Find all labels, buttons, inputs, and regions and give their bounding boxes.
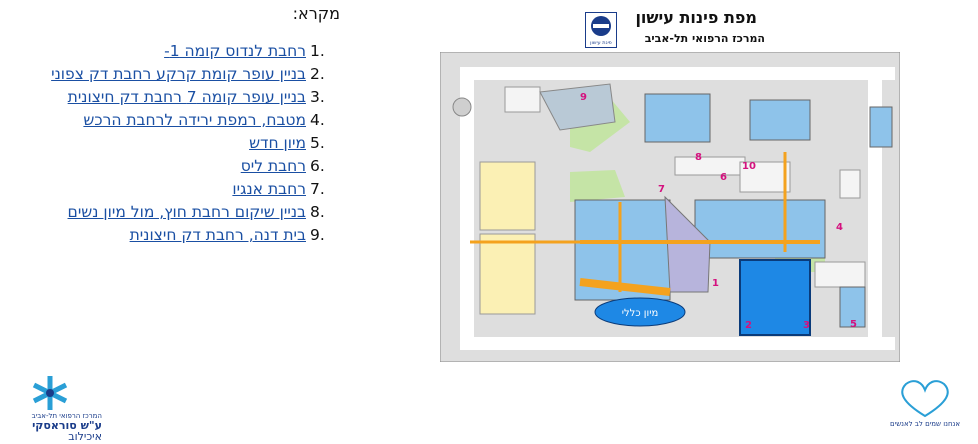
- marker-label: 9: [580, 92, 587, 103]
- logo-line-1: המרכז הרפואי תל-אביב: [31, 412, 102, 420]
- legend-item: 3.בניין עופר קומה 7 רחבת דק חיצונית: [20, 87, 340, 108]
- rehab-building: [674, 156, 746, 176]
- marker-label: 6: [720, 172, 727, 183]
- road-south: [460, 337, 895, 350]
- legend-item: 1.רחבת לנדוס קומה 1-: [20, 41, 340, 62]
- central-er-label: מיון כללי: [622, 308, 659, 319]
- legend-item-link[interactable]: בית דנה, רחבת דק חיצונית: [129, 226, 306, 244]
- building-kitchen: [839, 169, 861, 199]
- marker-label: 5: [850, 319, 857, 330]
- campus-map: מיון כללי 1 2 3 4 5 6 7 8 9 10: [440, 52, 900, 362]
- building-yellow-2: [479, 233, 536, 315]
- heart-icon: [901, 380, 949, 418]
- legend-item-link[interactable]: בניין שיקום רחבת חוץ, מול מיון נשים: [67, 203, 306, 221]
- logo-caption: פינת עישון: [590, 40, 612, 46]
- legend-item-number: 8.: [310, 203, 325, 221]
- marker-label: 3: [803, 320, 810, 331]
- legend-item-number: 6.: [310, 157, 325, 175]
- map-header: מפת פינות עישון המרכז הרפואי תל-אביב פינ…: [585, 4, 905, 52]
- map-title: מפת פינות עישון: [635, 8, 757, 27]
- marker-label: 8: [695, 152, 702, 163]
- marker-label: 4: [836, 222, 843, 233]
- map-subtitle: המרכז הרפואי תל-אביב: [644, 32, 765, 45]
- legend-item-link[interactable]: רחבת אנגיו: [232, 180, 306, 198]
- legend-item: 6.רחבת ליס: [20, 156, 340, 177]
- legend-item-number: 3.: [310, 88, 325, 106]
- marker-label: 10: [742, 161, 756, 172]
- heart-logo-caption: אנחנו שמים לב לאנשים: [889, 420, 961, 428]
- legend-item-number: 9.: [310, 226, 325, 244]
- smoking-corner-logo-icon: פינת עישון: [585, 12, 617, 48]
- logo-line-3: איכילוב: [68, 430, 102, 443]
- legend-item-number: 5.: [310, 134, 325, 152]
- building-blue-northeast: [749, 99, 811, 141]
- legend-item: 7.רחבת אנגיו: [20, 179, 340, 200]
- building-sourasky-east: [694, 199, 826, 259]
- building-top-1: [504, 86, 541, 113]
- building-new-er: [839, 286, 866, 328]
- building-mid-east: [739, 161, 791, 193]
- road-north: [460, 67, 895, 80]
- legend-item-link[interactable]: בניין עופר קומה 7 רחבת דק חיצונית: [67, 88, 306, 106]
- legend-item-number: 2.: [310, 65, 325, 83]
- path-er-plaza: [579, 278, 671, 296]
- legend-list: 1.רחבת לנדוס קומה 1- 2.בניין עופר קומת ק…: [20, 41, 340, 246]
- legend-item: 5.מיון חדש: [20, 133, 340, 154]
- landos-plaza: [664, 195, 711, 293]
- marker-label: 1: [712, 278, 719, 289]
- legend-item-link[interactable]: רחבת לנדוס קומה 1-: [164, 42, 306, 60]
- legend-item: 4.מטבח, רמפת ירידה לרחבת הרכש: [20, 110, 340, 131]
- sourasky-logo: המרכז הרפואי תל-אביב ע"ש סוראסקי איכילוב: [0, 372, 110, 444]
- building-blue-north: [644, 93, 711, 143]
- road-west: [460, 67, 474, 347]
- legend: מקרא: 1.רחבת לנדוס קומה 1- 2.בניין עופר …: [20, 4, 340, 248]
- logo-line-2: ע"ש סוראסקי: [32, 419, 102, 432]
- central-er-oval: [594, 297, 686, 327]
- green-area-1: [570, 170, 625, 202]
- legend-item-link[interactable]: רחבת ליס: [240, 157, 306, 175]
- building-ofer: [739, 259, 811, 336]
- legend-item-number: 1.: [310, 42, 325, 60]
- legend-item: 2.בניין עופר קומת קרקע רחבת דק צפוני: [20, 64, 340, 85]
- legend-title: מקרא:: [292, 4, 340, 23]
- legend-item-number: 4.: [310, 111, 325, 129]
- legend-item-link[interactable]: בניין עופר קומת קרקע רחבת דק צפוני: [51, 65, 306, 83]
- marker-label: 2: [745, 320, 752, 331]
- heart-logo: אנחנו שמים לב לאנשים: [880, 378, 970, 438]
- legend-item-link[interactable]: מטבח, רמפת ירידה לרחבת הרכש: [83, 111, 306, 129]
- legend-item: 8.בניין שיקום רחבת חוץ, מול מיון נשים: [20, 202, 340, 223]
- building-blue-east: [869, 106, 893, 148]
- legend-item: 9.בית דנה, רחבת דק חיצונית: [20, 225, 340, 246]
- legend-item-number: 7.: [310, 180, 325, 198]
- building-top-2: [539, 83, 616, 131]
- marker-label: 7: [658, 184, 665, 195]
- building-southeast: [814, 261, 866, 288]
- roundabout-icon: [452, 97, 472, 117]
- sourasky-snowflake-icon: [32, 376, 68, 410]
- legend-item-link[interactable]: מיון חדש: [249, 134, 306, 152]
- building-yellow-1: [479, 161, 536, 231]
- map-panel: מפת פינות עישון המרכז הרפואי תל-אביב פינ…: [440, 4, 900, 362]
